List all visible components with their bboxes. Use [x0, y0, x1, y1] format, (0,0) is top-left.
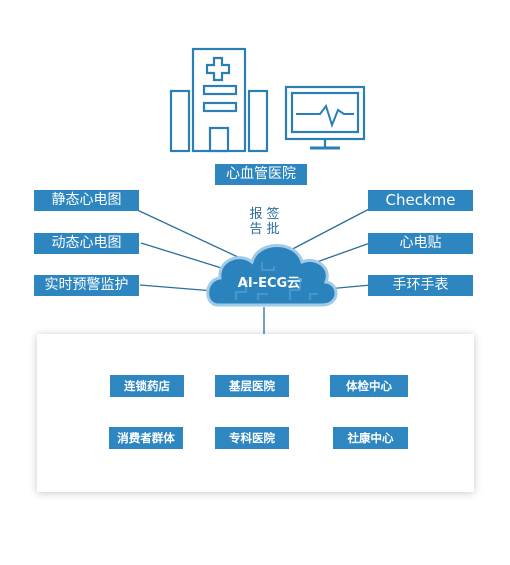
node-cardiovascular-hospital: 心血管医院 — [215, 164, 307, 185]
node-checkme: Checkme — [368, 190, 473, 211]
label-report: 报告 — [249, 207, 263, 237]
node-consumer-group: 消费者群体 — [109, 427, 183, 449]
node-checkup-center: 体检中心 — [330, 375, 408, 397]
node-community-health-center: 社康中心 — [333, 427, 408, 449]
node-chain-pharmacy: 连锁药店 — [110, 375, 184, 397]
connector-lines — [132, 207, 372, 334]
node-ecg-patch: 心电贴 — [368, 233, 473, 254]
node-realtime-monitoring: 实时预警监护 — [34, 275, 139, 296]
institutions-panel: 连锁药店 基层医院 体检中心 消费者群体 专科医院 社康中心 — [37, 334, 474, 492]
cloud-label: AI-ECG云 — [237, 276, 301, 291]
node-static-ecg: 静态心电图 — [34, 190, 139, 211]
label-sign-approve: 签批 — [266, 207, 280, 237]
node-dynamic-ecg: 动态心电图 — [34, 233, 139, 254]
node-wristband-watch: 手环手表 — [368, 275, 473, 296]
hospital-icon — [169, 47, 269, 153]
node-specialty-hospital: 专科医院 — [215, 427, 289, 449]
monitor-icon — [284, 85, 366, 150]
node-primary-hospital: 基层医院 — [215, 375, 289, 397]
cloud-icon — [206, 244, 338, 307]
